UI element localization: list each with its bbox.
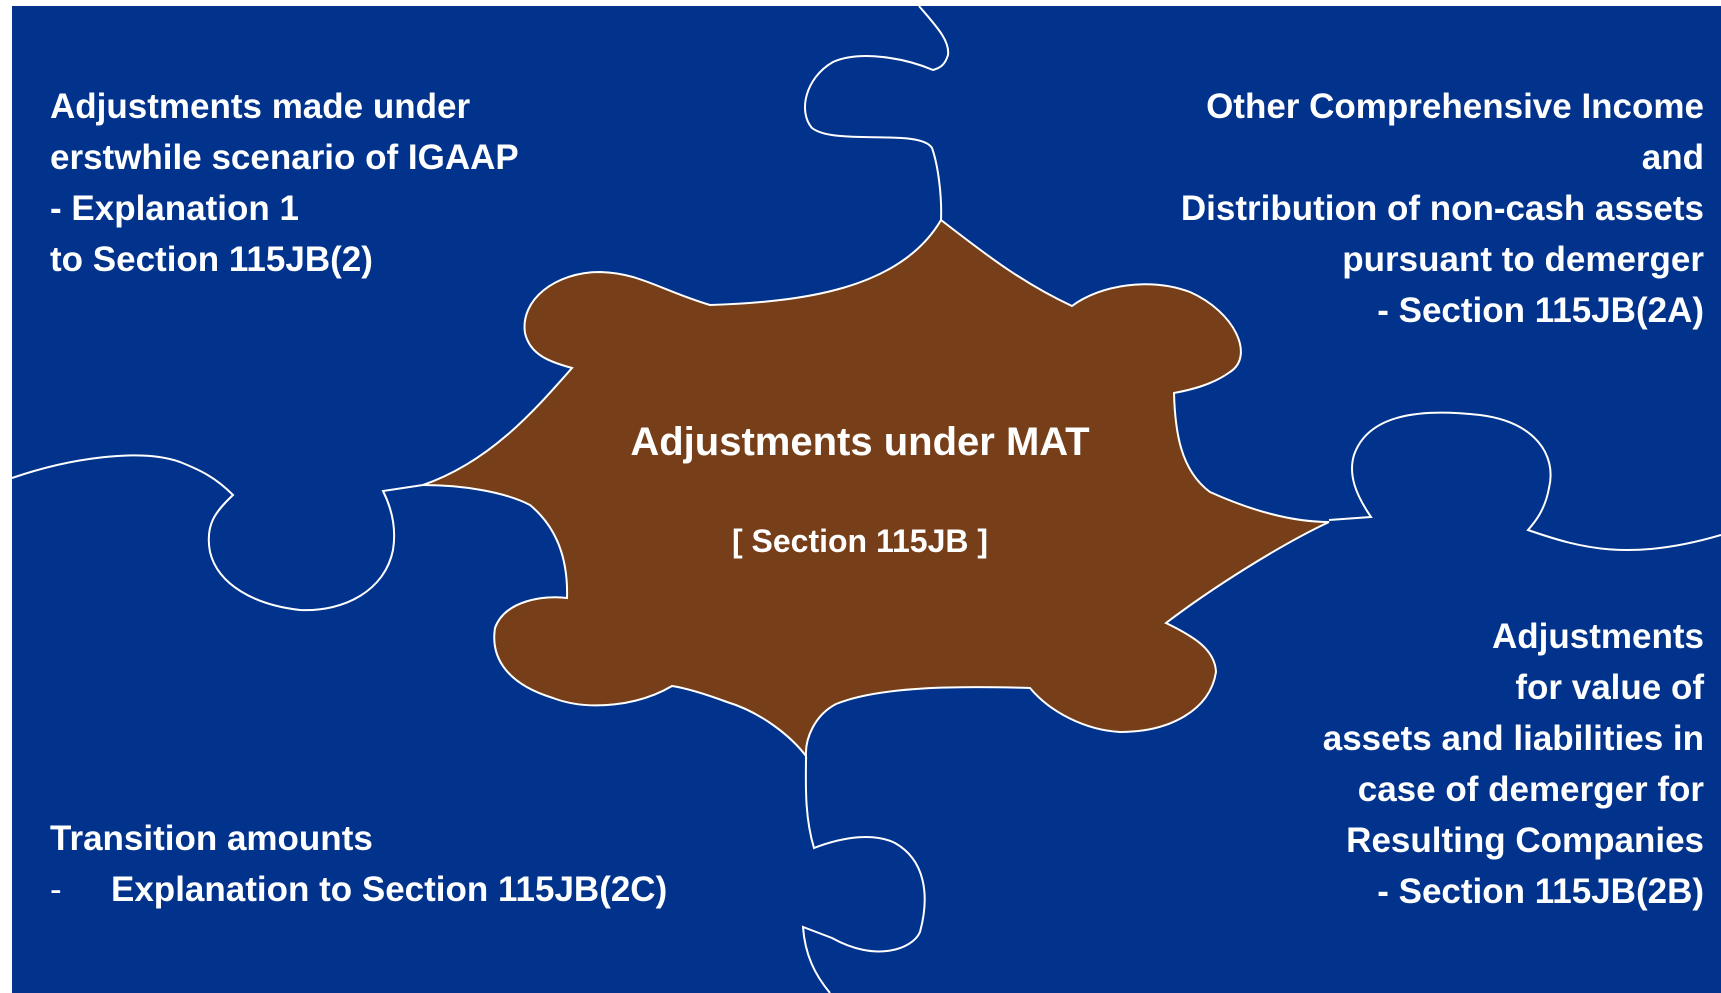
center-title: Adjustments under MAT <box>630 420 1090 464</box>
top-right-line: pursuant to demerger <box>1342 240 1704 279</box>
center-puzzle-piece <box>422 218 1330 760</box>
bottom-right-line: - Section 115JB(2B) <box>1377 872 1704 911</box>
top-left-line: erstwhile scenario of IGAAP <box>50 138 519 177</box>
bottom-right-line: Adjustments <box>1492 617 1704 656</box>
bottom-left-list-item: - Explanation to Section 115JB(2C) <box>50 864 667 915</box>
bottom-right-line: case of demerger for <box>1357 770 1704 809</box>
top-right-text-block: Other Comprehensive Income and Distribut… <box>1181 81 1704 336</box>
top-left-line: Adjustments made under <box>50 87 471 126</box>
left-puzzle-outline <box>11 454 424 612</box>
bottom-right-line: Resulting Companies <box>1346 821 1704 860</box>
bottom-puzzle-outline <box>801 755 926 993</box>
top-right-line: Distribution of non-cash assets <box>1180 189 1704 228</box>
right-puzzle-outline <box>1328 411 1721 552</box>
center-subtitle: [ Section 115JB ] <box>731 523 989 559</box>
top-right-line: Other Comprehensive Income <box>1206 87 1704 126</box>
top-puzzle-outline <box>804 5 950 221</box>
bottom-left-text-block: Transition amounts - Explanation to Secti… <box>50 813 667 915</box>
bottom-left-item-text: Explanation to Section 115JB(2C) <box>111 870 668 909</box>
bottom-right-text-block: Adjustments for value of assets and liab… <box>1323 611 1704 917</box>
top-left-line: to Section 115JB(2) <box>50 240 373 279</box>
top-left-text-block: Adjustments made under erstwhile scenari… <box>50 81 519 285</box>
top-right-line: and <box>1641 138 1704 177</box>
bottom-left-heading: Transition amounts <box>50 819 373 858</box>
bullet-dash: - <box>50 870 62 909</box>
top-right-line: - Section 115JB(2A) <box>1377 291 1704 330</box>
top-left-line: - Explanation 1 <box>50 189 299 228</box>
bottom-right-line: for value of <box>1515 668 1704 707</box>
bottom-right-line: assets and liabilities in <box>1322 719 1704 758</box>
